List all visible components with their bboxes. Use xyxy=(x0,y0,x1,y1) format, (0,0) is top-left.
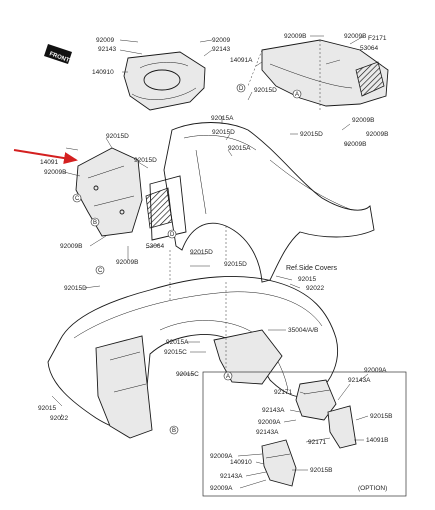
label-l21: 92015D xyxy=(212,129,235,136)
bracket-14091 xyxy=(75,147,143,237)
svg-text:B: B xyxy=(172,428,176,434)
callout-c-mid: C xyxy=(95,265,105,275)
option-label-o5: 92015B xyxy=(370,413,392,420)
tray-140910 xyxy=(123,51,206,111)
svg-text:B: B xyxy=(93,220,97,226)
fender-35004 xyxy=(47,250,338,439)
option-label-o2: 92171 xyxy=(274,389,292,396)
label-l35: 92022 xyxy=(50,415,68,422)
note-ref-side-covers: Ref.Side Covers xyxy=(286,265,337,272)
label-l9: 53064 xyxy=(360,45,378,52)
option-label-o8: 92143A xyxy=(256,429,279,436)
label-l5: 92143 xyxy=(212,46,230,53)
label-l6: 92009B xyxy=(284,33,306,40)
svg-text:D: D xyxy=(239,86,244,92)
svg-text:C: C xyxy=(75,196,80,202)
option-leaders xyxy=(237,373,369,489)
callout-b-low: B xyxy=(169,425,179,435)
label-l7: 92009B xyxy=(344,33,366,40)
label-l23: 92009B xyxy=(116,259,138,266)
callout-a-top: A xyxy=(292,89,302,99)
label-l4: 92009 xyxy=(212,37,230,44)
label-l20: 92015A xyxy=(228,145,251,152)
part-labels: 92009 92143 140910 92009 92143 92009B 92… xyxy=(38,33,388,422)
label-l33: 92015C xyxy=(176,371,199,378)
option-label-o1: 92009A xyxy=(364,367,387,374)
label-l17: 14091 xyxy=(40,159,58,166)
label-l15: 92009B xyxy=(344,141,366,148)
label-l18: 92009B xyxy=(44,169,66,176)
label-l22: 92009B xyxy=(60,243,82,250)
option-label-o7: 92171 xyxy=(308,439,326,446)
label-l29: 92015D xyxy=(64,285,87,292)
svg-text:A: A xyxy=(295,92,299,98)
label-l28: 92022 xyxy=(306,285,324,292)
label-l2: 92143 xyxy=(98,46,116,53)
svg-text:C: C xyxy=(98,268,103,274)
option-label-o10: 92009A xyxy=(210,453,233,460)
option-labels: 92009A 92171 92143A 92143A 92015B 92009A… xyxy=(210,367,392,492)
vent-53064-left xyxy=(145,187,173,229)
callout-a-low: A xyxy=(223,371,233,381)
label-l32: 92015C xyxy=(164,349,187,356)
option-label-o6: 92009A xyxy=(258,419,281,426)
label-l24: 53064 xyxy=(146,243,164,250)
callout-d-mid: D xyxy=(167,229,177,239)
label-l10: 92015D xyxy=(254,87,277,94)
option-label-o4: 92143A xyxy=(262,407,285,414)
option-label-o9: 14091B xyxy=(366,437,388,444)
label-l19: 92015D xyxy=(134,157,157,164)
svg-text:A: A xyxy=(226,374,230,380)
option-label-o13: 92143A xyxy=(220,473,243,480)
callout-c-left: C xyxy=(72,193,82,203)
label-l13: 92009B xyxy=(352,117,374,124)
option-label-o12: 92015B xyxy=(310,467,332,474)
callout-d-top: D xyxy=(236,83,246,93)
callouts: D A C B D C A B xyxy=(72,83,302,435)
label-l26: 92015D xyxy=(224,261,247,268)
label-l14: 92009B xyxy=(366,131,388,138)
label-l25: 92015D xyxy=(190,249,213,256)
label-l31: 92015A xyxy=(166,339,189,346)
callout-b-left: B xyxy=(90,217,100,227)
label-l30: 35004/A/B xyxy=(288,327,318,334)
option-label: (OPTION) xyxy=(358,485,387,492)
svg-text:D: D xyxy=(170,232,175,238)
label-l11: 92015A xyxy=(211,115,234,122)
vent-53064-right xyxy=(355,61,385,97)
label-l27: 92015 xyxy=(298,276,316,283)
label-l16: 92015D xyxy=(106,133,129,140)
label-l8: 14091A xyxy=(230,57,253,64)
label-l12: 92015D xyxy=(300,131,323,138)
label-l34: 92015 xyxy=(38,405,56,412)
highlight-arrow-icon xyxy=(13,149,78,165)
main-fender-shroud xyxy=(145,122,375,283)
front-indicator: FRONT xyxy=(44,44,72,64)
option-label-o14: 92009A xyxy=(210,485,233,492)
label-l1: 92009 xyxy=(96,37,114,44)
cover-14091A xyxy=(247,39,389,110)
option-box: (OPTION) xyxy=(202,371,407,497)
catalog-ref: F2171 xyxy=(368,35,387,42)
leader-lines xyxy=(51,35,365,421)
front-arrow-icon xyxy=(44,44,72,64)
label-l3: 140910 xyxy=(92,69,114,76)
option-label-o11: 140910 xyxy=(230,459,252,466)
